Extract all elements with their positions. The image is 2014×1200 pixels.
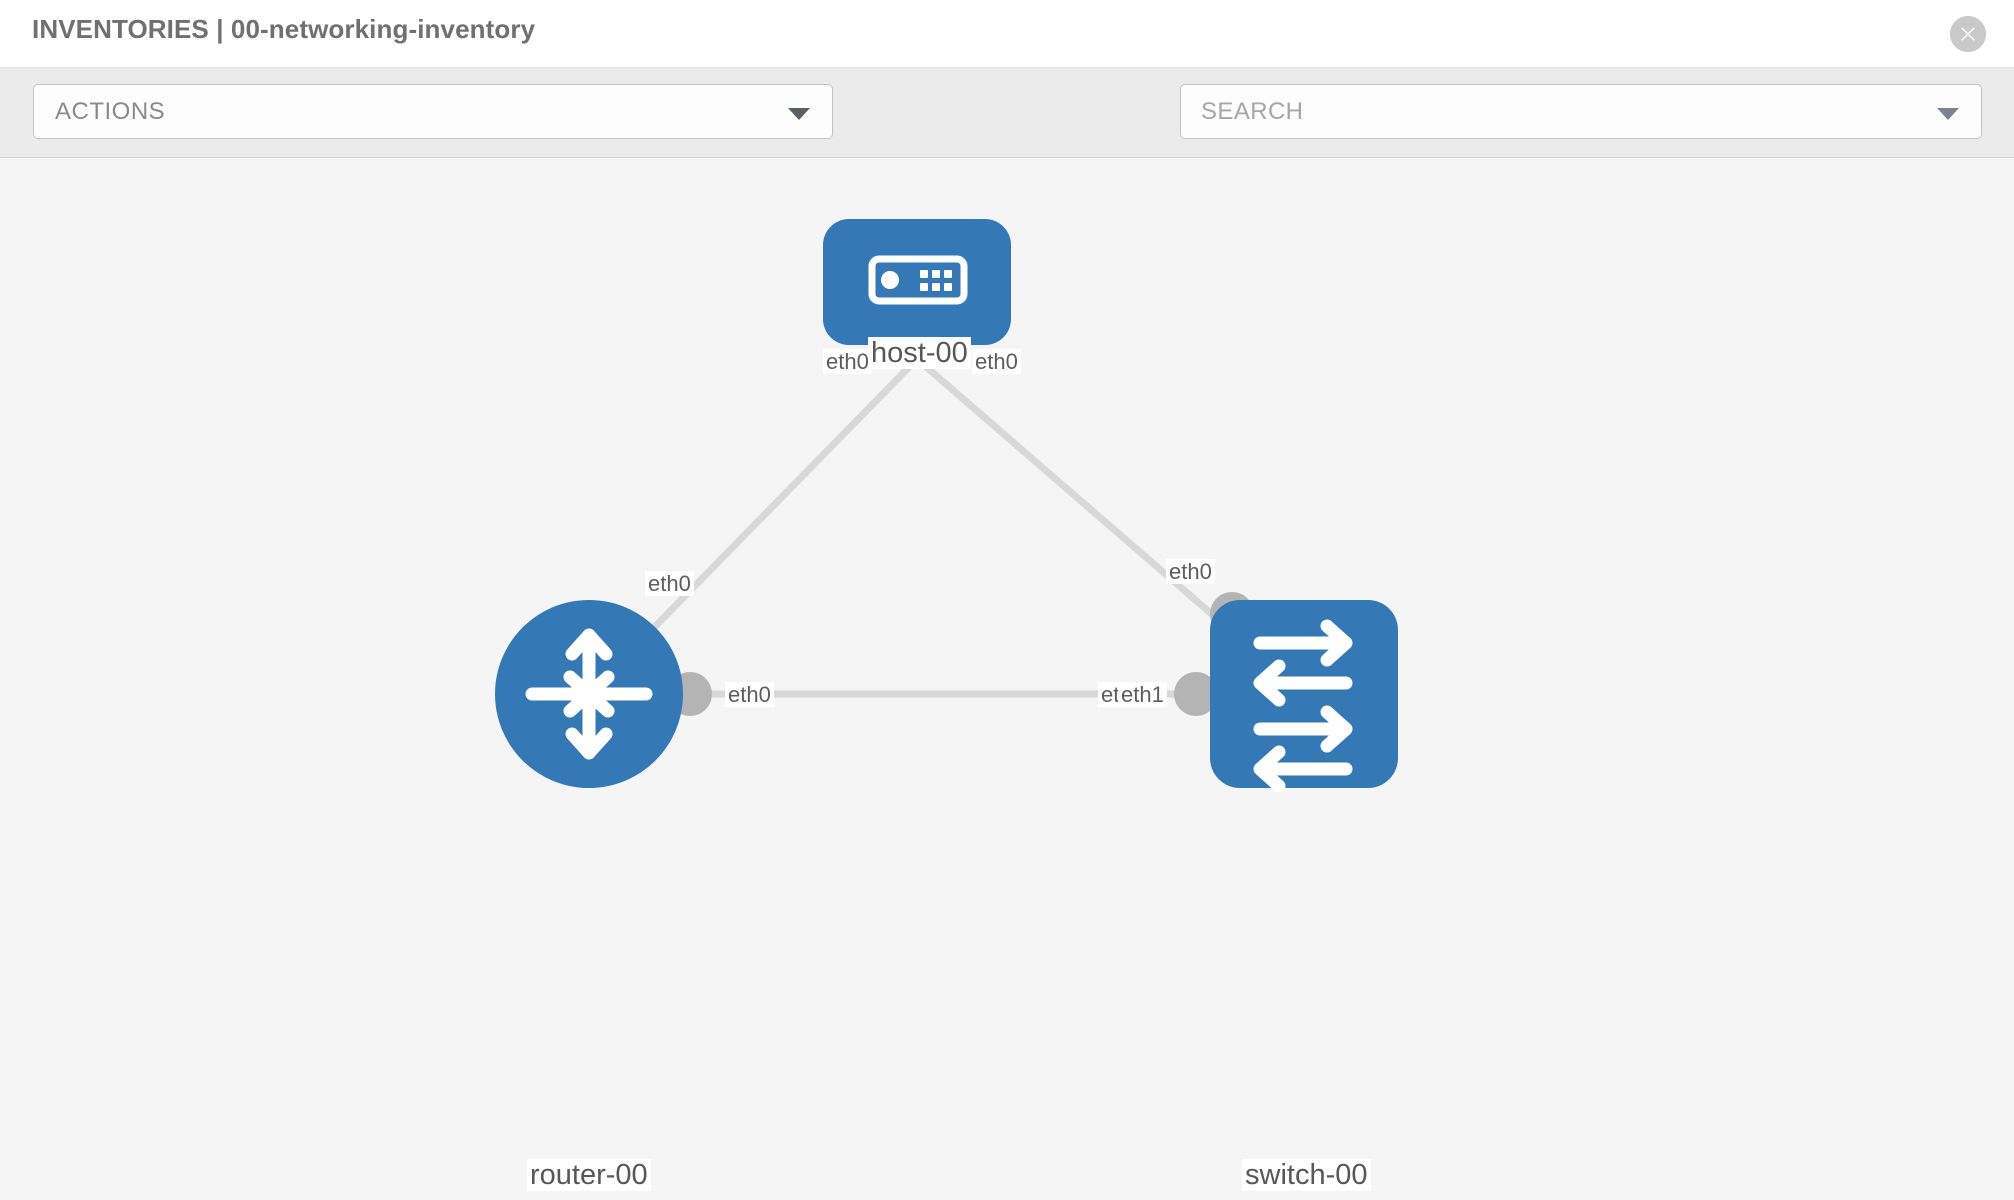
node-router-00 xyxy=(495,600,683,788)
edge-label-switch-left-b: eth1 xyxy=(1118,682,1167,708)
edge-label-host-left: eth0 xyxy=(823,349,872,375)
server-led-grid xyxy=(920,270,952,291)
edge-label-router-right: eth0 xyxy=(725,682,774,708)
topology-canvas[interactable]: eth0 eth0 eth0 eth0 eth0 eth0 eth1 host-… xyxy=(0,159,2014,1200)
toolbar: ACTIONS SEARCH xyxy=(0,68,2014,196)
node-label-host-00: host-00 xyxy=(868,337,971,370)
actions-dropdown[interactable]: ACTIONS xyxy=(33,84,833,139)
node-switch-00 xyxy=(1210,600,1398,793)
edge-label-router-up: eth0 xyxy=(645,571,694,597)
page-title: INVENTORIES | 00-networking-inventory xyxy=(32,14,536,44)
chevron-down-icon[interactable] xyxy=(1937,108,1959,120)
four-arrows-inward-icon xyxy=(525,628,653,760)
search-placeholder: SEARCH xyxy=(1201,98,1304,125)
node-label-switch-00: switch-00 xyxy=(1242,1159,1371,1192)
search-input[interactable]: SEARCH xyxy=(1180,84,1982,139)
topology-edges xyxy=(586,356,1307,698)
edge-label-host-right: eth0 xyxy=(972,349,1021,375)
topology-ports xyxy=(668,320,1254,716)
server-device-icon xyxy=(868,255,968,305)
port-switch-left xyxy=(1174,672,1218,716)
edge-label-switch-up: eth0 xyxy=(1166,559,1215,585)
topology-graph xyxy=(495,219,1398,793)
node-label-router-00: router-00 xyxy=(527,1159,651,1192)
actions-dropdown-label: ACTIONS xyxy=(55,98,166,125)
node-host-00 xyxy=(823,219,1011,345)
bidirectional-arrows-icon xyxy=(1253,619,1353,793)
chevron-down-icon xyxy=(788,108,810,120)
close-icon[interactable] xyxy=(1950,16,1986,52)
page-header: INVENTORIES | 00-networking-inventory xyxy=(0,0,2014,68)
